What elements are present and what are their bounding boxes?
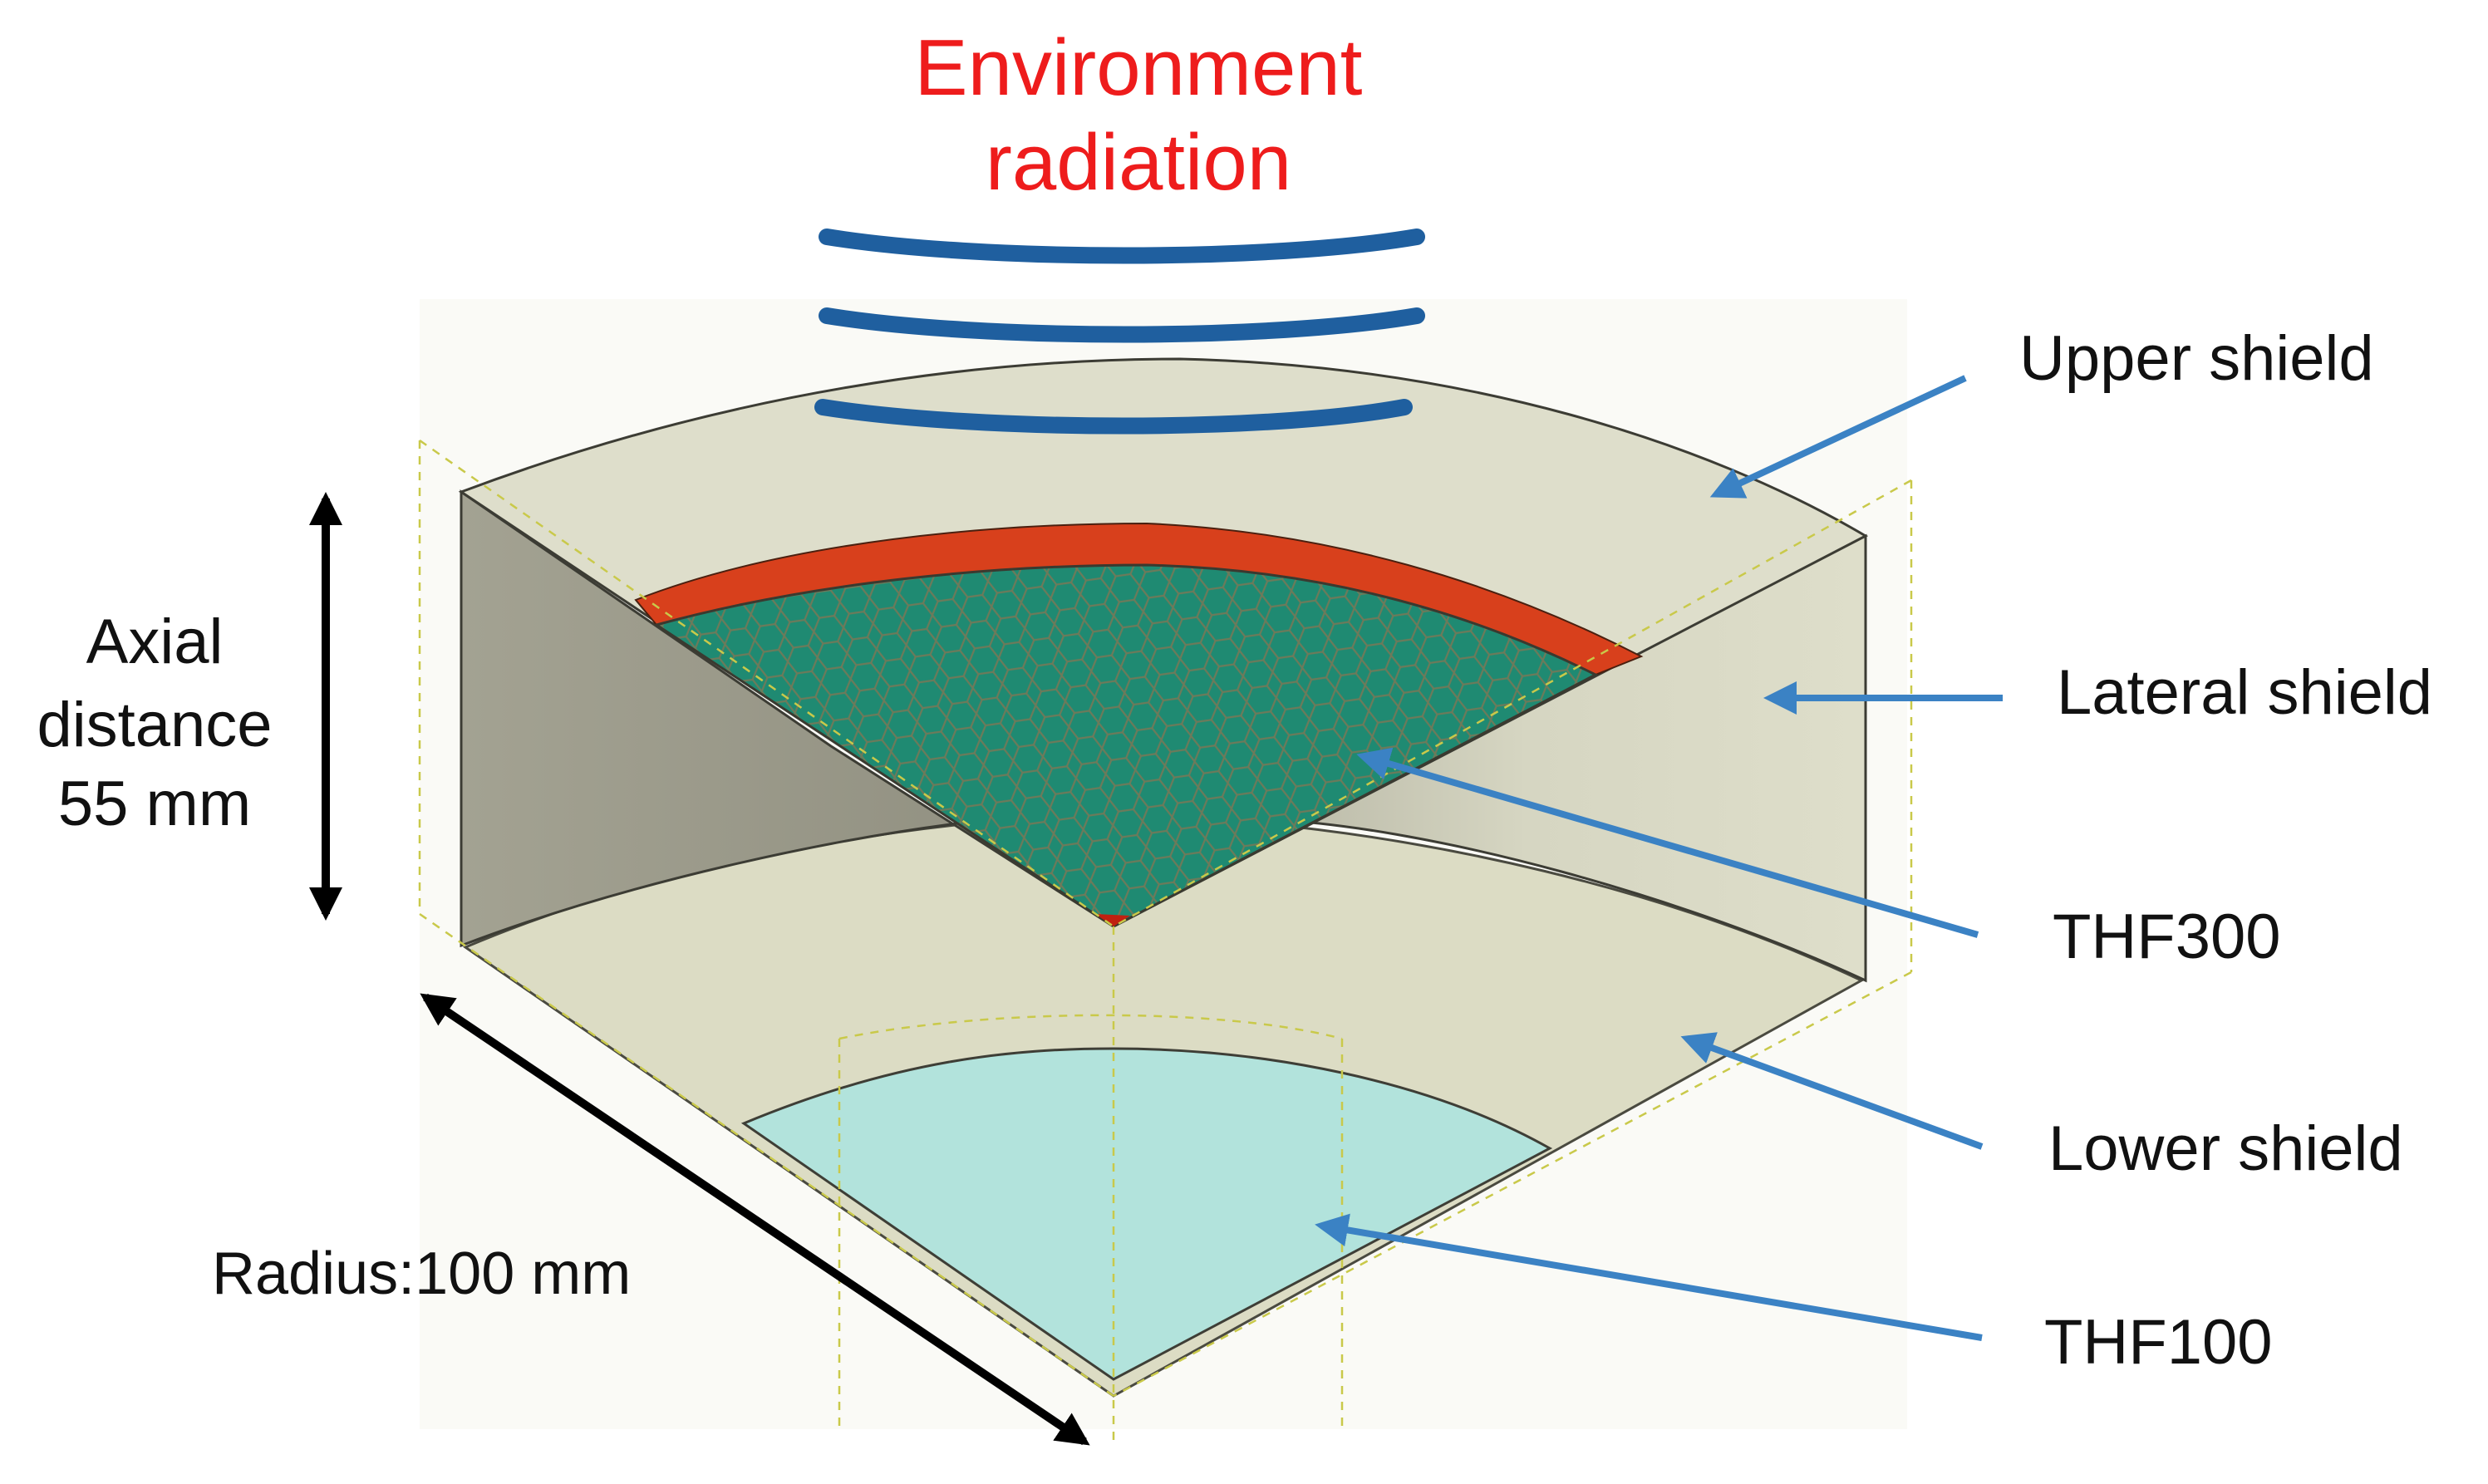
radiation-wave-2 (819, 307, 1425, 343)
title-line-1: Environment (914, 23, 1363, 112)
axial-label-line-1: Axial (86, 607, 224, 677)
radius-arrow (420, 993, 1090, 1446)
title-line-2: radiation (985, 118, 1292, 207)
label-thf100: THF100 (2044, 1307, 2273, 1378)
axial-label-line-3: 55 mm (57, 769, 252, 839)
label-thf300: THF300 (2053, 902, 2281, 972)
arrow-thf100 (1315, 1213, 1983, 1341)
radiation-wave-1 (819, 228, 1425, 264)
arrow-lower-shield (1680, 1032, 1984, 1150)
radiation-waves (814, 228, 1425, 435)
axial-label-line-2: distance (37, 690, 273, 760)
arrow-thf300 (1356, 747, 1979, 938)
label-lateral-shield: Lateral shield (2057, 657, 2433, 728)
lateral-shield-left-wall (460, 489, 1114, 948)
label-upper-shield: Upper shield (2019, 323, 2374, 394)
lateral-shield-right-wall (1113, 533, 1867, 983)
thf300-center-mark (1095, 914, 1130, 926)
radius-label: Radius:100 mm (212, 1241, 632, 1307)
label-lower-shield: Lower shield (2048, 1113, 2403, 1184)
thf300-region (653, 563, 1599, 928)
callout-arrows (1315, 375, 2003, 1341)
radiation-wave-3 (814, 399, 1413, 435)
arrow-upper-shield (1709, 375, 1967, 499)
